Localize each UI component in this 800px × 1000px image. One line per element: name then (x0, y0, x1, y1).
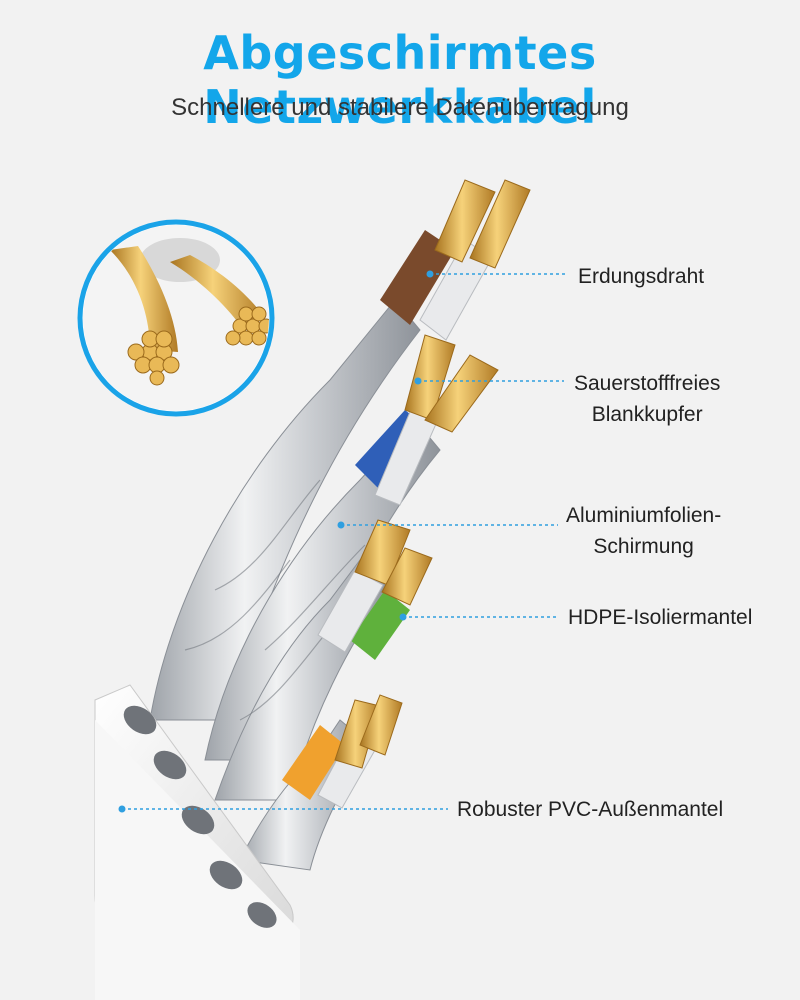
callout-copper: Sauerstofffreies Blankkupfer (574, 368, 720, 430)
callout-line: Aluminiumfolien- (566, 504, 722, 527)
leader-dot (426, 270, 434, 278)
leader-dot (399, 613, 407, 621)
copper-conductors (334, 179, 531, 769)
leader-dot (414, 377, 422, 385)
callout-hdpe-insulation: HDPE-Isoliermantel (568, 602, 752, 633)
callout-line: Blankkupfer (591, 403, 703, 426)
leader-dot (118, 805, 126, 813)
callout-foil-shield: Aluminiumfolien- Schirmung (566, 500, 721, 562)
page-subtitle: Schnellere und stabilere Datenübertragun… (171, 94, 629, 121)
callout-pvc-jacket: Robuster PVC-Außenmantel (457, 794, 723, 825)
callout-line: Erdungsdraht (578, 265, 705, 288)
page-title: Abgeschirmtes Netzwerkkabel (203, 26, 597, 134)
callout-line: Sauerstofffreies (574, 372, 721, 395)
callout-leaders (118, 270, 568, 813)
copper-strand-zoom-icon (77, 219, 275, 417)
callout-line: HDPE-Isoliermantel (568, 606, 753, 629)
insulated-wires (282, 230, 493, 809)
callout-ground-wire: Erdungsdraht (578, 261, 704, 292)
pvc-jacket (94, 684, 300, 1000)
callout-line: Robuster PVC-Außenmantel (457, 798, 724, 821)
leader-dot (337, 521, 345, 529)
callout-line: Schirmung (593, 535, 694, 558)
